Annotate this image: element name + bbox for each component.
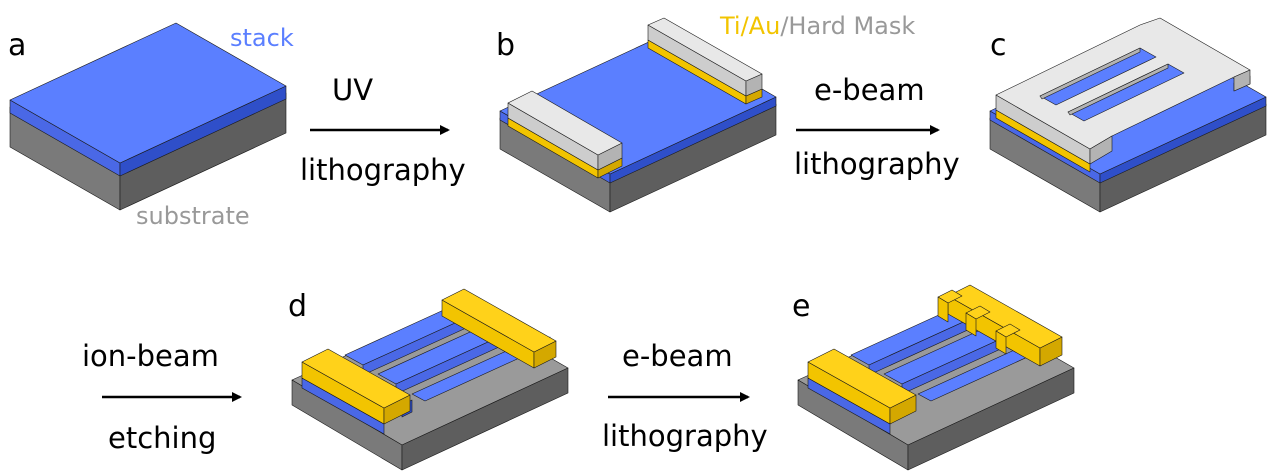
step-4-top-label: e-beam [622, 339, 733, 373]
substrate-block-c [989, 103, 1267, 213]
svg-text:Ti/Au/Hard Mask: Ti/Au/Hard Mask [719, 12, 915, 40]
step-arrow-4: e-beam lithography [602, 339, 768, 453]
tiau-label: Ti/Au [719, 12, 780, 40]
step-arrow-2: e-beam lithography [794, 73, 960, 181]
step-4-bottom-label: lithography [602, 419, 768, 453]
back-contact-e [937, 284, 1063, 367]
panel-e: e [792, 284, 1075, 471]
step-1-top-label: UV [332, 73, 373, 107]
panel-letter-c: c [990, 28, 1007, 63]
step-arrow-3: ion-beam etching [82, 339, 242, 455]
back-contact-d [441, 288, 557, 369]
front-contact-e [807, 348, 917, 435]
stack-label: stack [230, 24, 294, 52]
panel-d: d [288, 288, 569, 471]
stack-layer-a [9, 22, 287, 177]
step-arrow-1: UV lithography [300, 73, 466, 187]
step-3-top-label: ion-beam [82, 339, 219, 373]
panel-c: c [989, 17, 1267, 213]
substrate-block-b [499, 103, 777, 213]
back-contact-b [647, 17, 763, 105]
panel-letter-e: e [792, 289, 810, 324]
panel-letter-b: b [496, 28, 515, 63]
step-2-bottom-label: lithography [794, 147, 960, 181]
panel-b: b Ti/Au/Hard Mask [496, 12, 915, 213]
step-2-top-label: e-beam [814, 73, 925, 107]
hardmask-label: Hard Mask [788, 12, 915, 40]
step-1-bottom-label: lithography [300, 153, 466, 187]
patterned-hardmask-c [995, 17, 1251, 173]
step-3-bottom-label: etching [108, 421, 216, 455]
slash-label: / [780, 12, 789, 40]
tiau-hardmask-legend: Ti/Au/Hard Mask [719, 12, 915, 40]
substrate-label: substrate [136, 202, 250, 230]
panel-letter-a: a [8, 28, 26, 63]
panel-a: a stack substrate [8, 22, 294, 230]
front-contact-b [507, 90, 623, 179]
front-contact-d [301, 348, 411, 435]
panel-letter-d: d [288, 289, 307, 324]
